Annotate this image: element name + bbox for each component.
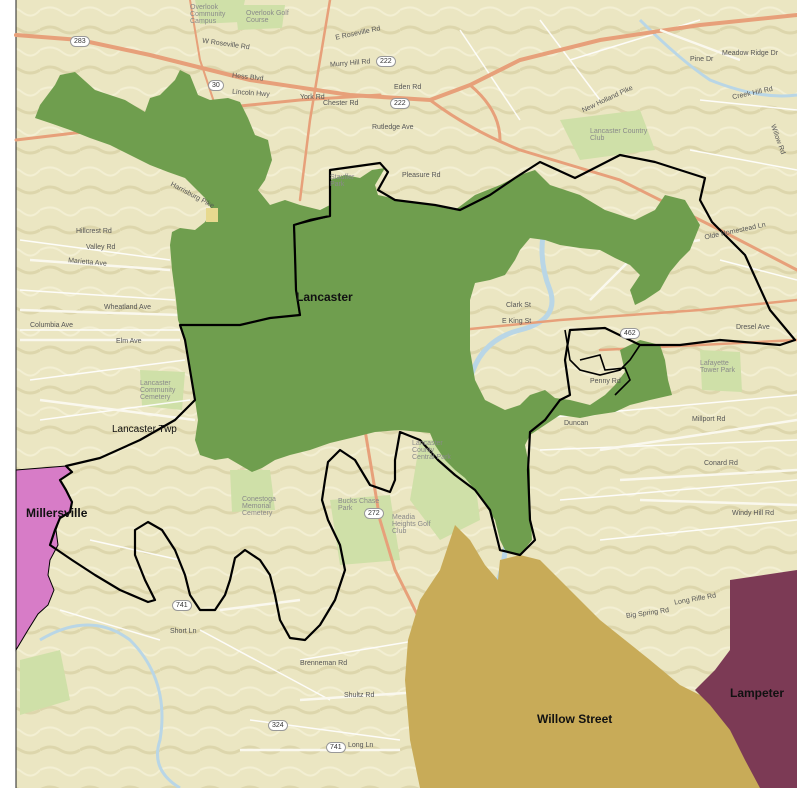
- lampeter-area[interactable]: [695, 570, 797, 788]
- road-label-long-ln: Long Ln: [348, 742, 374, 749]
- secondary-roads: [19, 28, 797, 752]
- route-shield-462: 462: [620, 328, 640, 339]
- poi-lancaster-community-cemetery: Lancaster Community Cemetery: [140, 380, 176, 401]
- poi-bucks-chase-park: Bucks Chase Park: [338, 498, 380, 512]
- route-shield-741b: 741: [326, 742, 346, 753]
- mill-creek: [638, 18, 797, 98]
- road-label-clark: Clark St: [506, 302, 531, 309]
- poi-overlook-campus: Overlook Community Campus: [190, 4, 226, 25]
- poi-stauffer-park: Stauffer Park: [330, 174, 355, 188]
- road-label-elm: Elm Ave: [116, 338, 142, 345]
- road-label-eden: Eden Rd: [394, 84, 422, 91]
- little-conestoga-creek: [39, 623, 181, 788]
- poi-meadia-heights: Meadia Heights Golf Club: [392, 514, 431, 535]
- road-label-conard: Conard Rd: [704, 460, 738, 467]
- poi-lancaster-central-park: Lancaster County Central Park: [412, 440, 451, 461]
- poi-lafayette-tower-park: Lafayette Tower Park: [700, 360, 736, 374]
- route-shield-222: 222: [390, 98, 410, 109]
- poi-lancaster-country-club: Lancaster Country Club: [590, 128, 648, 142]
- road-label-chester: Chester Rd: [323, 100, 359, 107]
- road-label-pine: Pine Dr: [690, 56, 714, 63]
- minor-streets: [19, 19, 797, 741]
- lancaster-city-boundary[interactable]: [180, 215, 331, 326]
- willow-street-area[interactable]: [405, 525, 760, 788]
- road-label-penny: Penny Rd: [590, 378, 621, 385]
- road-label-valley: Valley Rd: [86, 244, 116, 251]
- route-shield-272: 272: [364, 508, 384, 519]
- lancaster-label: Lancaster: [296, 290, 353, 304]
- road-label-duncan: Duncan: [564, 420, 589, 427]
- route-shield-324: 324: [268, 720, 288, 731]
- poi-overlook-golf-course: Overlook Golf Course: [246, 10, 289, 24]
- road-label-windy: Windy Hill Rd: [732, 510, 775, 517]
- lancaster-city-area[interactable]: [35, 70, 700, 555]
- road-label-short-ln: Short Ln: [170, 628, 197, 635]
- route-shield-222b: 222: [376, 56, 396, 67]
- road-label-hillcrest: Hillcrest Rd: [76, 228, 112, 235]
- road-label-rutledge: Rutledge Ave: [372, 124, 414, 131]
- east-boundary-segment[interactable]: [564, 329, 641, 396]
- route-shield-741: 741: [172, 600, 192, 611]
- road-label-millport: Millport Rd: [692, 416, 726, 423]
- road-label-shultz: Shultz Rd: [344, 692, 375, 699]
- route-shield-30: 30: [208, 80, 224, 91]
- road-label-york: York Rd: [300, 94, 325, 101]
- road-label-wheatland: Wheatland Ave: [104, 304, 151, 311]
- lampeter-label: Lampeter: [730, 686, 785, 700]
- lancaster-twp-boundary[interactable]: [48, 153, 797, 642]
- left-frame-border: [0, 0, 16, 788]
- road-label-columbia: Columbia Ave: [30, 322, 74, 329]
- lancaster-twp-label: Lancaster Twp: [112, 424, 177, 435]
- parcel-yellow: [206, 208, 218, 222]
- willow-street-label: Willow Street: [537, 712, 613, 726]
- road-label-dresel: Dresel Ave: [736, 324, 770, 331]
- road-label-e-king: E King St: [502, 318, 532, 325]
- poi-conestoga-cemetery: Conestoga Memorial Cemetery: [242, 496, 276, 517]
- route-shield-283: 283: [70, 36, 90, 47]
- road-label-pleasure: Pleasure Rd: [402, 172, 441, 179]
- road-label-brenneman: Brenneman Rd: [300, 660, 348, 667]
- road-label-meadow-ridge: Meadow Ridge Dr: [722, 50, 779, 57]
- millersville-label: Millersville: [26, 506, 88, 520]
